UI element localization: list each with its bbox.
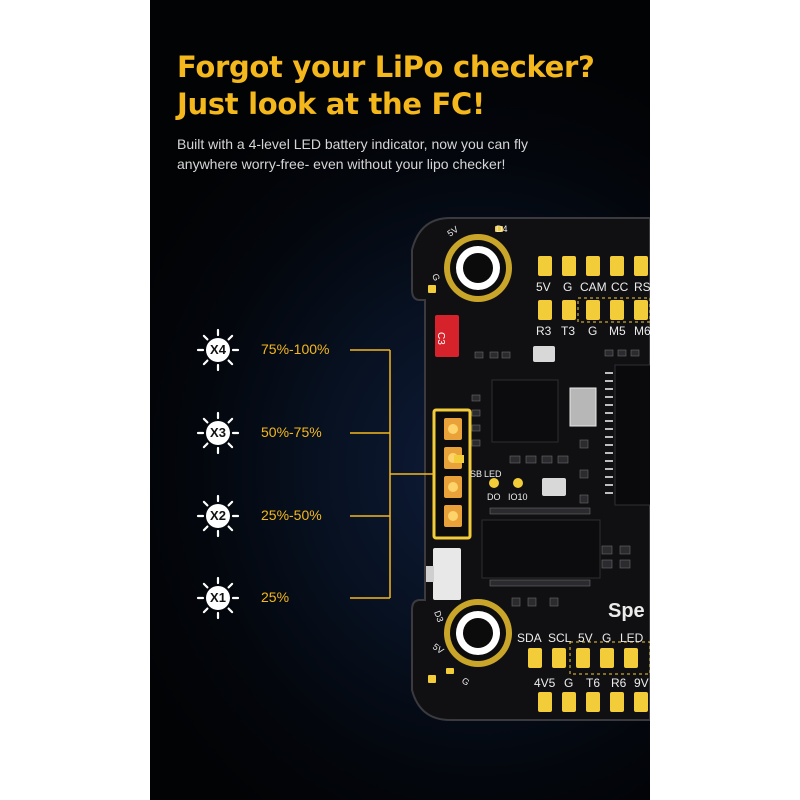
indicator-badge-text: X2 — [210, 508, 226, 523]
subtitle-line-1: Built with a 4-level LED battery indicat… — [177, 136, 528, 152]
svg-text:4V5: 4V5 — [534, 676, 556, 690]
indicator-x3: X3 — [196, 411, 240, 455]
svg-text:SB: SB — [470, 469, 482, 479]
svg-text:LED: LED — [484, 469, 502, 479]
indicator-x2: X2 — [196, 494, 240, 538]
svg-text:G: G — [563, 280, 572, 294]
headline-line-2: Just look at the FC! — [177, 87, 485, 121]
indicator-range-x1: 25% — [261, 589, 290, 605]
svg-text:CC: CC — [611, 280, 629, 294]
svg-text:R6: R6 — [611, 676, 627, 690]
indicator-badge-text: X1 — [210, 590, 226, 605]
svg-text:5V: 5V — [578, 631, 593, 645]
svg-text:G: G — [564, 676, 573, 690]
svg-text:T3: T3 — [561, 324, 575, 338]
svg-text:D4: D4 — [496, 224, 508, 234]
svg-text:M6: M6 — [634, 324, 650, 338]
promo-panel: Forgot your LiPo checker? Just look at t… — [150, 0, 650, 800]
indicator-connector-lines — [350, 349, 434, 599]
svg-text:Spe: Spe — [608, 600, 645, 622]
led-glow-icon — [196, 411, 240, 455]
svg-text:SCL: SCL — [548, 631, 572, 645]
pad-label-5v-top: 5V — [536, 280, 551, 294]
svg-text:LED: LED — [620, 631, 644, 645]
subtitle-line-2: anywhere worry-free- even without your l… — [177, 156, 506, 172]
svg-text:R3: R3 — [536, 324, 552, 338]
svg-text:C3: C3 — [435, 332, 446, 345]
indicator-x1: X1 — [196, 576, 240, 620]
svg-text:RS: RS — [634, 280, 650, 294]
flash-chip — [481, 519, 601, 579]
board-body — [411, 217, 650, 721]
led-glow-icon — [196, 576, 240, 620]
crystal — [569, 387, 597, 427]
indicator-range-x2: 25%-50% — [261, 507, 322, 523]
svg-text:IO10: IO10 — [508, 492, 528, 502]
indicator-range-x3: 50%-75% — [261, 424, 322, 440]
svg-text:G: G — [430, 272, 442, 282]
led-glow-icon — [196, 494, 240, 538]
led-glow-icon — [196, 328, 240, 372]
svg-text:T6: T6 — [586, 676, 600, 690]
headline-line-1: Forgot your LiPo checker? — [177, 50, 595, 84]
mount-hole-top — [444, 234, 512, 302]
mount-hole-bottom — [444, 599, 512, 667]
gyro-chip — [491, 379, 559, 443]
svg-text:CAM: CAM — [580, 280, 607, 294]
svg-text:M5: M5 — [609, 324, 626, 338]
boot-switch — [433, 548, 461, 600]
svg-text:G: G — [588, 324, 597, 338]
flight-controller-board: 5V G CAM CC RS R3 T3 G M5 M6 SDA SCL 5V … — [411, 217, 650, 721]
svg-text:9V: 9V — [634, 676, 649, 690]
capacitor-c3 — [435, 315, 459, 357]
svg-text:G: G — [602, 631, 611, 645]
svg-text:G: G — [460, 675, 471, 687]
indicator-x4: X4 — [196, 328, 240, 372]
indicator-range-x4: 75%-100% — [261, 341, 330, 357]
mcu-chip — [614, 364, 650, 506]
indicator-badge-text: X3 — [210, 425, 226, 440]
svg-text:DO: DO — [487, 492, 501, 502]
svg-text:SDA: SDA — [517, 631, 542, 645]
svg-text:D3: D3 — [432, 609, 445, 623]
indicator-badge-text: X4 — [210, 342, 226, 357]
